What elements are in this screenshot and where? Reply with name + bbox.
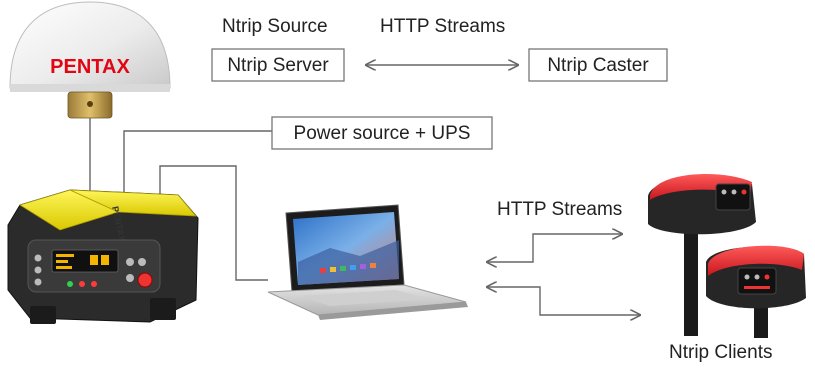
ntrip-server-box[interactable]: Ntrip Server — [211, 48, 345, 82]
ntrip-caster-box[interactable]: Ntrip Caster — [528, 48, 668, 82]
client-arrow-upper — [487, 234, 622, 262]
power-source-box[interactable]: Power source + UPS — [271, 116, 493, 150]
ntrip-client-rover-back — [648, 173, 756, 336]
ntrip-source-label: Ntrip Source — [222, 16, 328, 37]
antenna-brand-logo: PENTAX — [50, 56, 130, 78]
gnss-receiver: PENTAX — [7, 189, 199, 324]
laptop-dock-icons — [320, 263, 376, 273]
receiver-laptop-cable — [159, 165, 268, 281]
ntrip-client-rover-front — [706, 245, 806, 338]
gnss-antenna: PENTAX — [9, 1, 171, 119]
connector-lines — [89, 118, 272, 281]
client-arrows — [487, 234, 640, 315]
power-cable — [123, 130, 272, 192]
ntrip-caster-label: Ntrip Caster — [547, 55, 649, 76]
ntrip-server-label: Ntrip Server — [227, 55, 329, 76]
power-source-label: Power source + UPS — [294, 123, 471, 144]
client-arrow-lower — [487, 287, 640, 315]
http-streams-right-label: HTTP Streams — [497, 199, 622, 220]
http-streams-top-label: HTTP Streams — [380, 16, 505, 37]
ntrip-clients-label: Ntrip Clients — [669, 342, 772, 363]
laptop — [267, 204, 468, 320]
